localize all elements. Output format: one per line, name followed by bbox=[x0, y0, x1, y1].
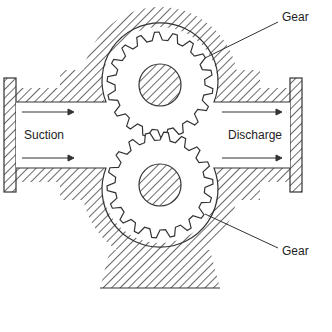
flow-arrow bbox=[222, 112, 276, 113]
arrowhead bbox=[68, 109, 74, 115]
port-label: Discharge bbox=[226, 128, 284, 142]
gear bbox=[107, 132, 213, 238]
arrowhead bbox=[68, 155, 74, 161]
gear-teeth bbox=[107, 132, 213, 238]
gear bbox=[107, 32, 213, 138]
leader-line bbox=[205, 214, 278, 248]
flange bbox=[4, 78, 16, 192]
shaft bbox=[139, 164, 181, 206]
shaft bbox=[139, 64, 181, 106]
arrowhead bbox=[276, 109, 282, 115]
base-line bbox=[100, 287, 220, 288]
port-label: Suction bbox=[22, 128, 66, 142]
flange bbox=[290, 78, 302, 192]
flow-arrow bbox=[22, 158, 68, 159]
flow-arrow bbox=[222, 158, 276, 159]
flow-arrow bbox=[22, 112, 68, 113]
cavity-outline bbox=[16, 23, 290, 247]
casing bbox=[4, 7, 302, 288]
leader-line bbox=[205, 22, 278, 58]
gear-teeth bbox=[107, 32, 213, 138]
cavity bbox=[16, 27, 290, 243]
part-label: Gear bbox=[280, 10, 311, 24]
pump-foot bbox=[100, 250, 220, 288]
arrowhead bbox=[276, 155, 282, 161]
flange bbox=[4, 78, 16, 192]
part-label: Gear bbox=[280, 244, 311, 258]
gears bbox=[107, 32, 213, 238]
flange bbox=[290, 78, 302, 192]
